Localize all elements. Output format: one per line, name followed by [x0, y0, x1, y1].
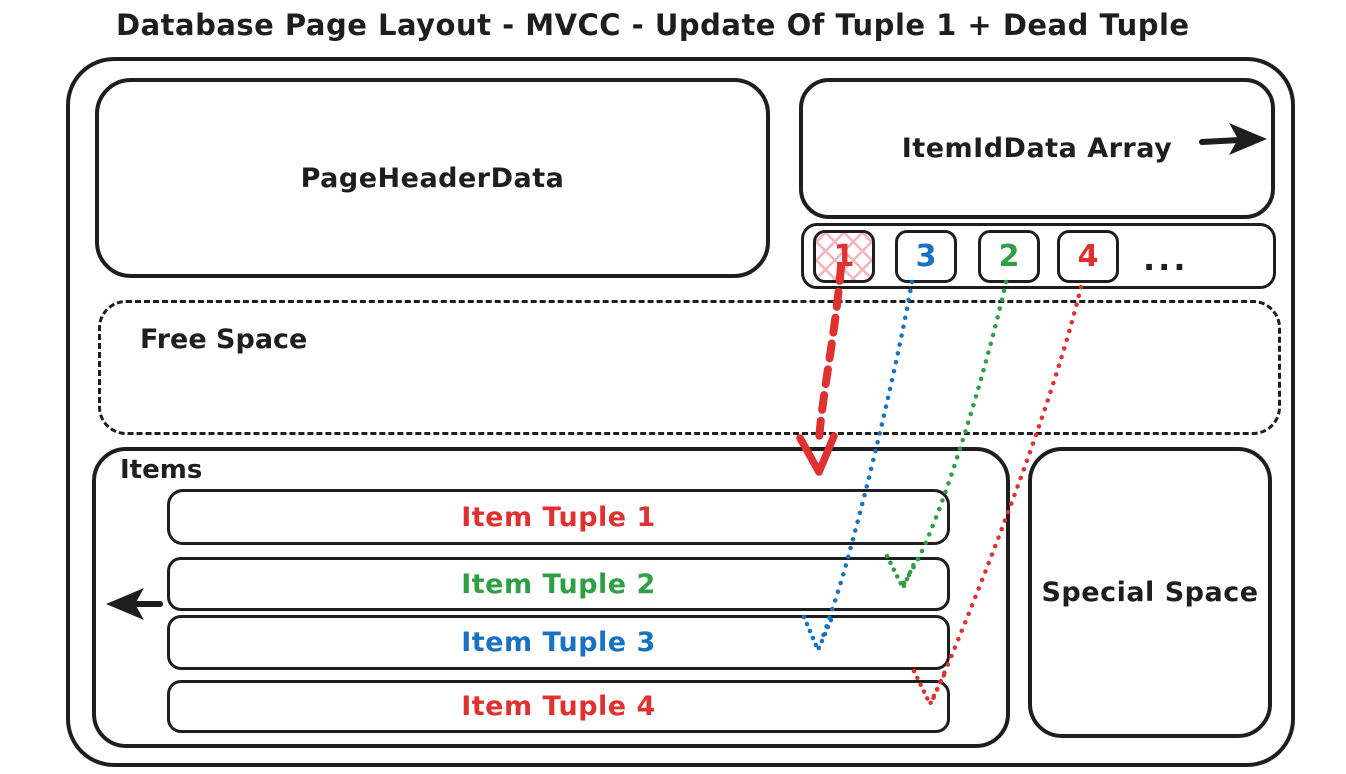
pointer-slot-4-label: 4 [1077, 239, 1099, 274]
item-tuple-3-label: Item Tuple 3 [461, 627, 656, 658]
pointer-slot-4: 4 [1057, 230, 1119, 283]
item-tuple-2-label: Item Tuple 2 [461, 568, 656, 600]
free-space-label: Free Space [140, 324, 308, 355]
pointer-slot-2: 2 [978, 230, 1040, 283]
item-tuple-2-row: Item Tuple 2 [167, 557, 950, 611]
pointer-slot-1-label: 1 [833, 239, 855, 274]
itemid-array-label: ItemIdData Array [901, 133, 1173, 164]
page-header-box: PageHeaderData [95, 78, 770, 278]
diagram-title: Database Page Layout - MVCC - Update Of … [116, 8, 1190, 42]
item-tuple-3-row: Item Tuple 3 [167, 615, 950, 670]
special-space-label: Special Space [1041, 577, 1259, 608]
page-header-label: PageHeaderData [300, 162, 565, 194]
item-tuple-1-label: Item Tuple 1 [461, 501, 656, 533]
special-space-box: Special Space [1028, 447, 1272, 738]
item-tuple-4-label: Item Tuple 4 [461, 691, 656, 722]
pointer-slot-2-label: 2 [998, 239, 1020, 274]
itemid-array-box: ItemIdData Array [799, 78, 1275, 219]
pointer-ellipsis: ... [1143, 240, 1189, 278]
pointer-slot-1: 1 [813, 230, 875, 283]
item-tuple-1-row: Item Tuple 1 [167, 489, 950, 545]
pointer-slot-3: 3 [895, 230, 957, 283]
items-label: Items [120, 455, 203, 485]
free-space-box [98, 300, 1281, 435]
item-tuple-4-row: Item Tuple 4 [167, 680, 950, 733]
pointer-slot-3-label: 3 [915, 239, 937, 274]
